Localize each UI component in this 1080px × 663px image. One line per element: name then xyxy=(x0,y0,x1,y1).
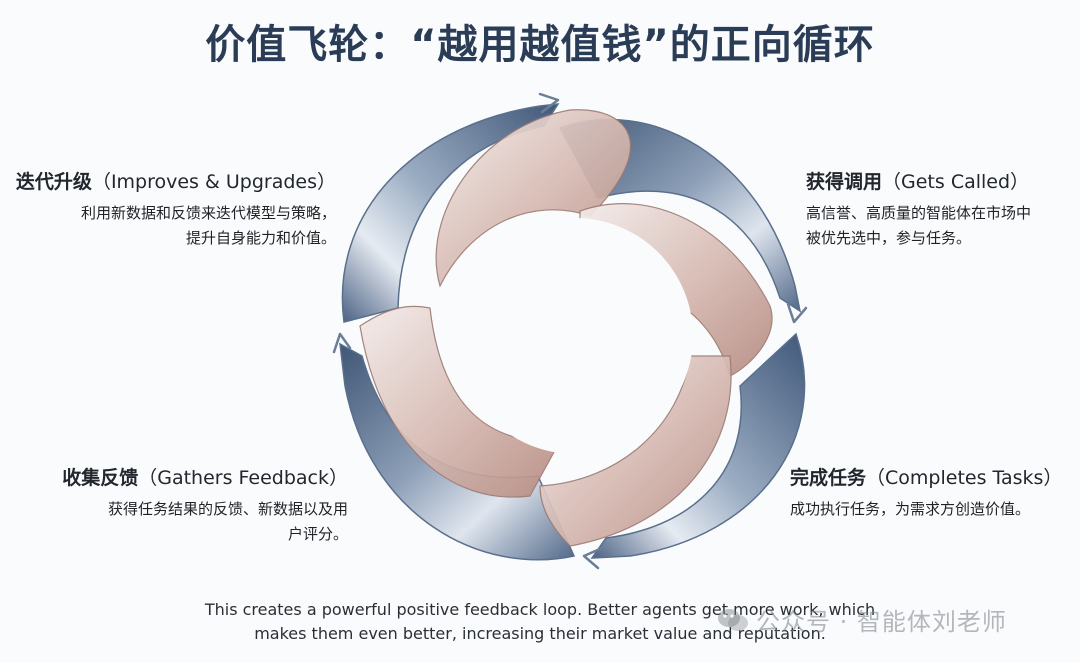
inner-arrow-ring xyxy=(359,109,773,547)
arrow-top-left xyxy=(341,103,560,323)
arrow-heads xyxy=(332,92,808,570)
footer-line-1: This creates a powerful positive feedbac… xyxy=(204,600,876,619)
stage-improves-heading-en: （Improves & Upgrades） xyxy=(91,171,336,193)
center-hole xyxy=(457,218,693,454)
arrowhead-bottom-icon xyxy=(582,546,604,570)
stage-improves-desc-2: 提升自身能力和价值。 xyxy=(185,229,336,247)
flywheel-cycle-arrows xyxy=(332,92,808,570)
stage-called-desc-2: 被优先选中，参与任务。 xyxy=(806,229,972,247)
stage-improves: 迭代升级（Improves & Upgrades） 利用新数据和反馈来迭代模型与… xyxy=(14,170,336,251)
stage-improves-heading-cn: 迭代升级 xyxy=(15,171,92,193)
stage-feedback: 收集反馈（Gathers Feedback） 获得任务结果的反馈、新数据以及用 … xyxy=(30,466,348,547)
inner-arrow-top xyxy=(435,109,632,288)
stage-called-heading: 获得调用（Gets Called） xyxy=(806,170,1076,195)
arrowhead-top-icon xyxy=(538,92,560,114)
inner-arrow-left xyxy=(359,305,562,498)
stage-feedback-heading-cn: 收集反馈 xyxy=(62,467,139,489)
arrowhead-right-icon xyxy=(786,302,808,324)
stage-improves-heading: 迭代升级（Improves & Upgrades） xyxy=(14,170,336,195)
wechat-icon xyxy=(718,608,748,631)
stage-feedback-heading: 收集反馈（Gathers Feedback） xyxy=(30,466,348,491)
stage-feedback-heading-en: （Gathers Feedback） xyxy=(138,467,348,489)
stage-feedback-desc-1: 获得任务结果的反馈、新数据以及用 xyxy=(107,500,348,518)
watermark: 公众号 · 智能体刘老师 xyxy=(716,602,1007,637)
stage-called: 获得调用（Gets Called） 高信誉、高质量的智能体在市场中 被优先选中，… xyxy=(806,170,1076,251)
inner-arrow-bottom xyxy=(539,355,732,547)
stage-completes-desc-1: 成功执行任务，为需求方创造价值。 xyxy=(790,500,1031,518)
stage-called-heading-cn: 获得调用 xyxy=(806,171,883,193)
footer-line-2: makes them even better, increasing their… xyxy=(254,624,826,643)
stage-improves-desc-1: 利用新数据和反馈来迭代模型与策略， xyxy=(80,204,336,222)
page-title: 价值飞轮：“越用越值钱”的正向循环 xyxy=(205,22,875,68)
stage-called-desc-1: 高信誉、高质量的智能体在市场中 xyxy=(806,204,1032,222)
watermark-text: 公众号 · 智能体刘老师 xyxy=(756,608,1007,636)
stage-called-heading-en: （Gets Called） xyxy=(882,171,1030,193)
stage-completes: 完成任务（Completes Tasks） 成功执行任务，为需求方创造价值。 xyxy=(790,466,1076,522)
flywheel-diagram xyxy=(330,86,810,576)
footer-caption: This creates a powerful positive feedbac… xyxy=(180,598,900,646)
arrowhead-left-icon xyxy=(332,332,352,354)
arrow-bottom-right xyxy=(590,332,806,559)
stage-completes-heading-en: （Completes Tasks） xyxy=(866,467,1063,489)
stage-completes-heading-cn: 完成任务 xyxy=(790,467,867,489)
stage-feedback-desc-2: 户评分。 xyxy=(287,525,348,543)
stage-completes-heading: 完成任务（Completes Tasks） xyxy=(790,466,1076,491)
